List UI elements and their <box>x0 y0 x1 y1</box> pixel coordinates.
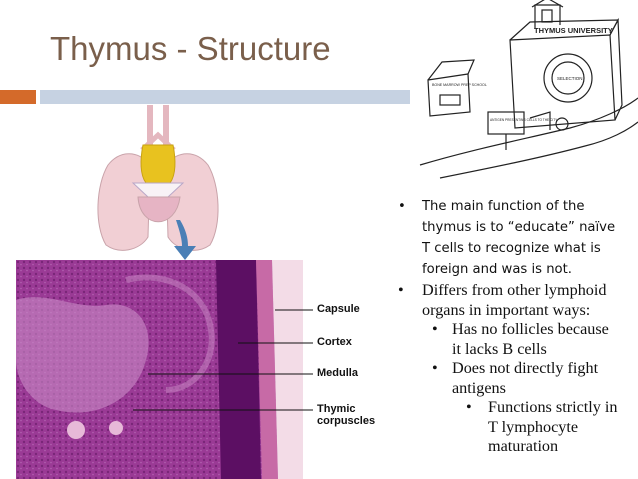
bullet-marker: • <box>432 359 438 377</box>
accent-bar-orange <box>0 90 36 104</box>
bullet-text-line: it lacks B cells <box>452 339 547 358</box>
exit-sign: ANTIGEN PRESENTING CELLS TO THE CITY <box>490 118 558 122</box>
thymus-university-cartoon: THYMUS UNIVERSITY SELECTION BONE MARROW … <box>419 0 638 179</box>
bullet-text-line: maturation <box>488 437 559 455</box>
thymic-label-line1: Thymic <box>317 403 356 415</box>
down-arrow-icon <box>174 220 196 260</box>
bullet-text-line: The main function of the <box>422 199 585 214</box>
bullet-marker: • <box>398 281 404 299</box>
bullet-not-fight: • Does not directly fight antigens <box>392 359 638 398</box>
accent-bar-blue <box>40 90 410 104</box>
label-capsule: Capsule <box>317 303 360 315</box>
thymus-histology-image <box>16 260 303 479</box>
bullet-text-line: T cells to recognize what is <box>422 241 601 256</box>
bullet-marker: • <box>432 320 438 338</box>
bullet-text-line: Functions strictly in <box>488 398 618 416</box>
prep-school-sign: BONE MARROW PREP SCHOOL <box>432 83 487 87</box>
bullet-marker: • <box>466 398 472 416</box>
university-sign: THYMUS UNIVERSITY <box>534 26 613 35</box>
bullet-list: • The main function of the thymus is to … <box>392 196 638 457</box>
bullet-text-line: Does not directly fight <box>452 359 599 377</box>
bullet-text-line: Differs from other lymphoid <box>422 281 607 299</box>
bullet-main-function: • The main function of the thymus is to … <box>392 196 638 280</box>
label-medulla: Medulla <box>317 367 358 379</box>
label-cortex: Cortex <box>317 336 352 348</box>
label-thymic-corpuscles: Thymic corpuscles <box>317 403 375 427</box>
bullet-text-line: foreign and was is not. <box>422 262 572 277</box>
thymic-label-line2: corpuscles <box>317 415 376 427</box>
seal-text: SELECTION <box>557 76 583 81</box>
slide-title: Thymus - Structure <box>50 30 331 67</box>
bullet-text-line: Has no follicles because <box>452 320 609 338</box>
bullet-text-line: T lymphocyte <box>488 417 579 436</box>
bullet-differs: • Differs from other lymphoid organs in … <box>392 281 638 320</box>
bullet-maturation: • Functions strictly in T lymphocyte mat… <box>392 398 638 457</box>
bullet-text-line: antigens <box>452 378 506 397</box>
bullet-no-follicles: • Has no follicles because it lacks B ce… <box>392 320 638 359</box>
bullet-marker: • <box>398 199 406 214</box>
bullet-text-line: organs in important ways: <box>422 300 591 319</box>
bullet-text-line: thymus is to “educate” naïve <box>422 220 616 235</box>
